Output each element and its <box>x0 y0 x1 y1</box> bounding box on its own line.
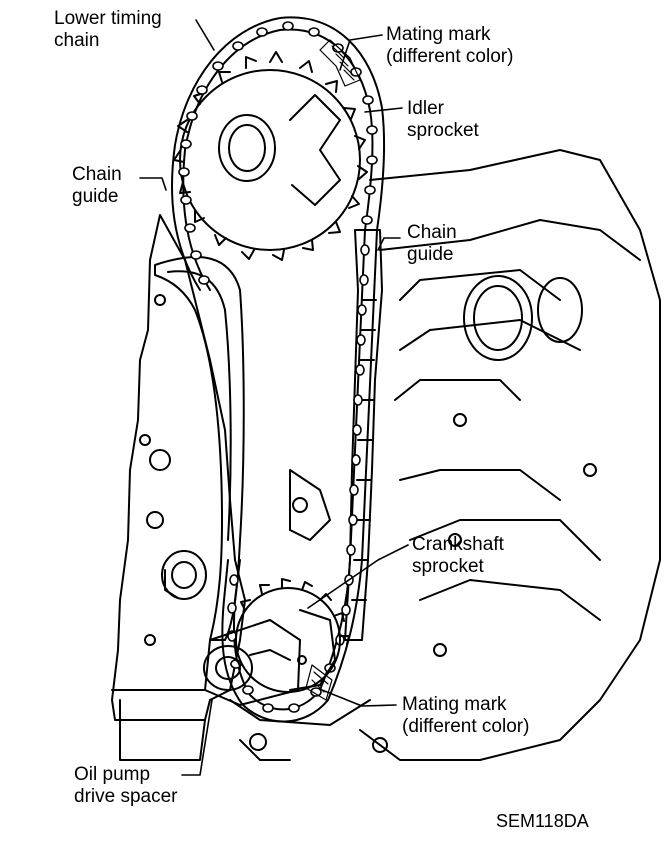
label-idler-sprocket: Idler sprocket <box>407 98 479 141</box>
oil-pump-drive-spacer <box>203 619 307 706</box>
engine-block <box>111 149 661 761</box>
left-chain-guide <box>154 256 245 641</box>
label-mating-mark-bottom: Mating mark (different color) <box>402 694 530 737</box>
leader-lines <box>139 19 409 776</box>
right-chain-guide <box>289 229 383 641</box>
guide-pivot-bolt <box>161 550 207 600</box>
label-chain-guide-left: Chain guide <box>72 164 122 207</box>
mating-mark-top <box>319 39 361 87</box>
label-oil-pump-drive-spacer: Oil pump drive spacer <box>74 764 178 807</box>
label-lower-timing-chain: Lower timing chain <box>54 8 162 51</box>
label-crankshaft-sprocket: Crankshaft sprocket <box>412 534 504 577</box>
label-mating-mark-top: Mating mark (different color) <box>386 24 514 67</box>
figure-code: SEM118DA <box>496 811 589 831</box>
idler-sprocket <box>173 51 368 261</box>
label-chain-guide-right: Chain guide <box>407 222 457 265</box>
